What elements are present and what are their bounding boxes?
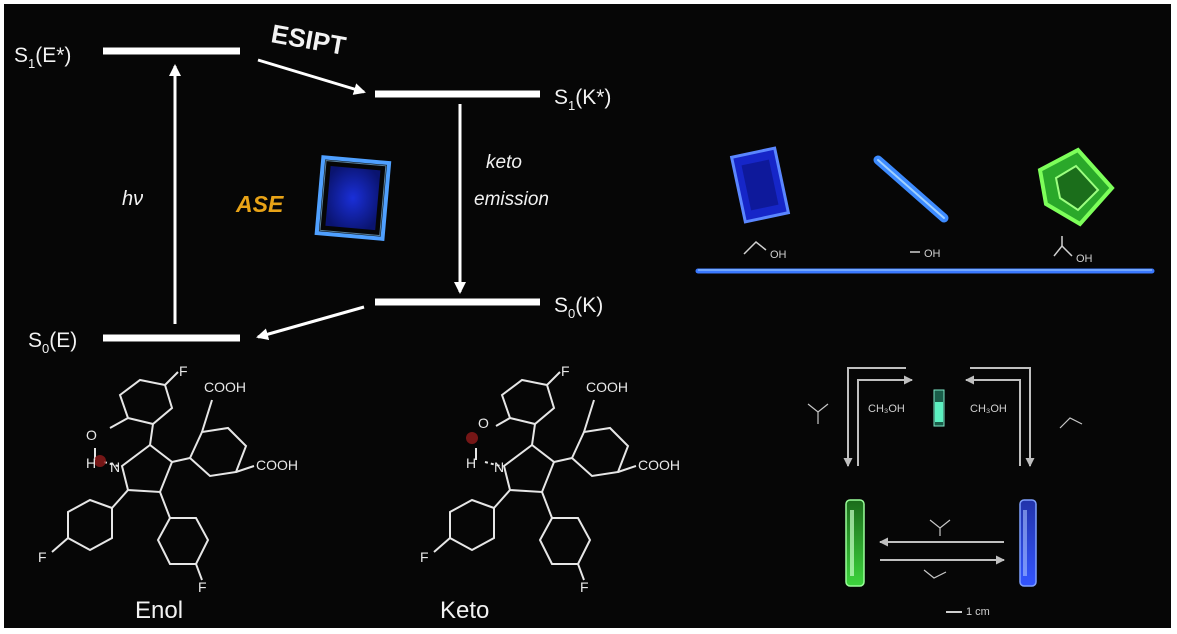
keto-emission-label-line1: keto [486, 152, 522, 173]
crystal-blue-plate [729, 146, 791, 224]
enol-f-left: F [38, 549, 47, 565]
vial-sketch-isopropanol-left [807, 403, 829, 413]
s0-enol-label: S0(E) [28, 329, 77, 356]
esipt-label: ESIPT [269, 18, 348, 61]
s1-enol-label: S1(E*) [14, 44, 71, 71]
vial-green [845, 499, 865, 587]
solvent-methanol-oh: OH [924, 248, 941, 260]
crystal-blue-rod-highlight [877, 159, 945, 219]
enol-f-right: F [198, 579, 207, 595]
crystal-panel: OH OH OH [695, 146, 1155, 274]
ase-crystal-image [314, 155, 392, 241]
keto-f-right: F [580, 579, 589, 595]
absorption-label: hν [122, 188, 143, 210]
enol-hbond-marker [94, 455, 106, 467]
keto-f-left: F [420, 549, 429, 565]
ase-label: ASE [235, 191, 284, 217]
vial-sketch-ethanol-right [1059, 417, 1083, 429]
vial-solvent-left: CH₃OH [868, 403, 905, 415]
keto-n: N [494, 459, 504, 475]
keto-structure [433, 371, 637, 581]
vial-solvent-right: CH₃OH [970, 403, 1007, 415]
vial-blue [1019, 499, 1037, 587]
enol-o: O [86, 427, 97, 443]
vial-top-center [933, 389, 945, 427]
scale-bar-label: 1 cm [966, 606, 990, 618]
enol-n: N [110, 459, 120, 475]
solvent-ethanol-sketch [743, 240, 767, 255]
vial-panel [843, 367, 1035, 565]
keto-f-top: F [561, 363, 570, 379]
keto-o: O [478, 415, 489, 431]
keto-emission-label-line2: emission [474, 189, 549, 210]
vial-sketch-isopropanol-bottom [929, 519, 951, 529]
enol-label: Enol [135, 597, 183, 624]
keto-hbond-marker [466, 432, 478, 444]
enol-f-top: F [179, 363, 188, 379]
relaxation-arrow [256, 305, 365, 341]
enol-h: H [86, 455, 96, 471]
vial-sketch-ethanol-bottom [923, 569, 947, 579]
energy-diagram: S1(E*) S1(K*) S0(K) S0(E) ESIPT hν keto … [14, 18, 611, 356]
keto-cooh-right: COOH [638, 457, 680, 473]
s1-keto-label: S1(K*) [554, 86, 611, 113]
solvent-isopropanol-sketch [1053, 244, 1073, 257]
keto-h: H [466, 455, 476, 471]
keto-label: Keto [440, 597, 489, 624]
enol-structure [51, 371, 255, 581]
crystal-green [1037, 147, 1115, 227]
s0-keto-label: S0(K) [554, 294, 603, 321]
esipt-arrow [257, 58, 366, 95]
enol-cooh-top: COOH [204, 379, 246, 395]
solvent-ethanol-oh: OH [770, 249, 787, 261]
enol-cooh-right: COOH [256, 457, 298, 473]
solvent-isopropanol-oh: OH [1076, 253, 1093, 265]
keto-cooh-top: COOH [586, 379, 628, 395]
